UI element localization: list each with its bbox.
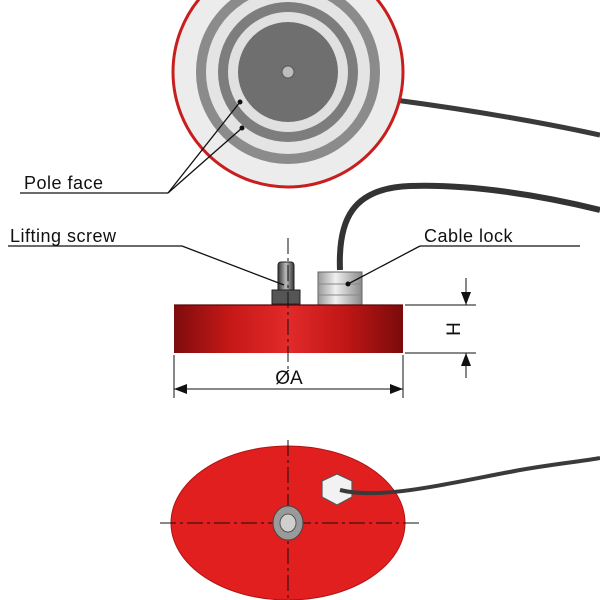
pole-face-center-hole [281, 65, 295, 79]
cable-lock-leader-dot [345, 281, 351, 287]
side-view [174, 182, 600, 380]
lifting-screw-label: Lifting screw [10, 226, 117, 246]
cable-gland [317, 271, 363, 307]
cable-lock-leader [347, 245, 421, 285]
cable-lock-callout: Cable lock [345, 226, 580, 287]
pole-face-leader-1 [167, 101, 241, 194]
bottom-cable-gland-hex [321, 473, 353, 506]
bottom-view-cable [339, 456, 600, 496]
bottom-view [160, 440, 600, 600]
height-arrow-top [461, 292, 471, 305]
lifting-screw-leader [181, 245, 285, 286]
height-arrow-bottom [461, 353, 471, 366]
diameter-arrow-left [174, 384, 187, 394]
diameter-dimension: ØA [173, 355, 404, 398]
pole-face-label: Pole face [24, 173, 104, 193]
lifting-screw-callout: Lifting screw [8, 226, 285, 286]
pole-face-leader-dot-2 [239, 125, 245, 131]
top-view-cable [394, 97, 600, 138]
bottom-screw-inner [279, 513, 297, 533]
height-dimension-label: H [444, 322, 465, 336]
pole-face-leader-dot-1 [237, 99, 243, 105]
diameter-arrow-right [390, 384, 403, 394]
lifting-screw-nut [271, 289, 301, 305]
top-view-pole-face [171, 0, 600, 189]
side-view-cable [336, 182, 600, 271]
cable-lock-label: Cable lock [424, 226, 514, 246]
height-dimension: H [405, 278, 476, 378]
pole-face-callout: Pole face [20, 99, 245, 194]
pole-face-leader-2 [167, 127, 243, 194]
diameter-dimension-label: ØA [275, 368, 303, 389]
